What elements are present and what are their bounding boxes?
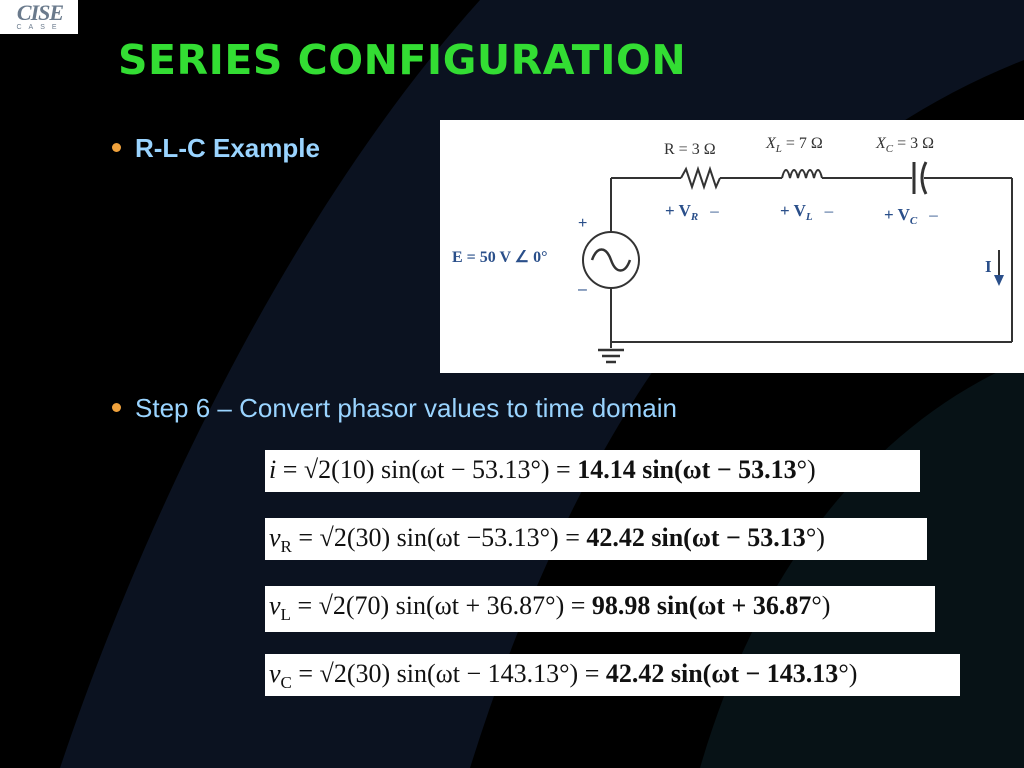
equation-middle: = √2(30) sin(ωt −53.13°) = — [291, 523, 587, 552]
bullet-step-6: Step 6 – Convert phasor values to time d… — [112, 393, 677, 424]
svg-text:XC = 3 Ω: XC = 3 Ω — [875, 135, 934, 155]
inductor-label: X — [765, 135, 777, 152]
equation-current: i = √2(10) sin(ωt − 53.13°) = 14.14 sin(… — [265, 450, 920, 492]
equation-result: 98.98 sin(ωt + 36.87 — [591, 591, 812, 620]
equation-lhs-sub: R — [280, 537, 292, 557]
inductor-label-sub: L — [775, 143, 782, 155]
equation-middle: = √2(10) sin(ωt − 53.13°) = — [276, 455, 578, 484]
equation-result: 14.14 sin(ωt − 53.13 — [577, 455, 797, 484]
source-label: E = 50 V ∠ 0° — [452, 249, 548, 266]
logo-sub-text: CASE — [16, 24, 64, 31]
capacitor-label: X — [875, 135, 887, 152]
equation-lhs: v — [269, 659, 281, 688]
vl-label-sub: L — [805, 211, 813, 223]
bullet-dot-icon — [112, 142, 121, 152]
bullet-dot-icon — [112, 402, 121, 412]
equation-lhs-sub: L — [280, 605, 291, 625]
svg-text:XL = 7 Ω: XL = 7 Ω — [765, 135, 823, 155]
equation-lhs: v — [269, 523, 281, 552]
bullet-text: Step 6 – Convert phasor values to time d… — [135, 393, 677, 423]
logo: CISE CASE — [0, 0, 78, 34]
vr-minus: – — [709, 201, 719, 220]
svg-text:+ VR–: + VR– — [665, 201, 719, 223]
equation-vr: vR = √2(30) sin(ωt −53.13°) = 42.42 sin(… — [265, 518, 927, 560]
source-plus: + — [578, 215, 587, 232]
logo-main-text: CISE — [16, 0, 64, 25]
vl-minus: – — [824, 201, 834, 220]
equation-result: 42.42 sin(ωt − 143.13 — [605, 659, 839, 688]
capacitor-value: = 3 Ω — [893, 135, 934, 152]
slide-title: SERIES CONFIGURATION — [118, 36, 687, 84]
equation-result: 42.42 sin(ωt − 53.13 — [586, 523, 806, 552]
equation-vc: vC = √2(30) sin(ωt − 143.13°) = 42.42 si… — [265, 654, 960, 696]
inductor-value: = 7 Ω — [782, 135, 823, 152]
svg-text:+ VL–: + VL– — [780, 201, 834, 223]
resistor-label: R = 3 Ω — [664, 141, 716, 158]
vr-label-sub: R — [690, 211, 698, 223]
capacitor-label-sub: C — [886, 143, 894, 155]
bullet-text: R-L-C Example — [135, 133, 320, 163]
vc-minus: – — [928, 205, 938, 224]
source-minus: – — [578, 281, 587, 298]
vc-label-sub: C — [910, 215, 918, 227]
equation-end: °) — [811, 591, 831, 620]
equation-end: °) — [838, 659, 858, 688]
equation-lhs: v — [269, 591, 281, 620]
vr-label: + V — [665, 201, 692, 220]
equation-lhs-sub: C — [280, 673, 292, 693]
equation-end: °) — [796, 455, 816, 484]
equation-middle: = √2(70) sin(ωt + 36.87°) = — [290, 591, 592, 620]
bullet-rlc-example: R-L-C Example — [112, 133, 320, 164]
equation-vl: vL = √2(70) sin(ωt + 36.87°) = 98.98 sin… — [265, 586, 935, 632]
current-label: I — [985, 257, 992, 276]
equation-end: °) — [805, 523, 825, 552]
circuit-diagram: R = 3 Ω XL = 7 Ω XC = 3 Ω + VR– + VL– + … — [440, 120, 1024, 373]
equation-middle: = √2(30) sin(ωt − 143.13°) = — [291, 659, 606, 688]
svg-text:+ VC–: + VC– — [884, 205, 938, 227]
equation-lhs: i — [269, 455, 277, 484]
vl-label: + V — [780, 201, 807, 220]
vc-label: + V — [884, 205, 911, 224]
